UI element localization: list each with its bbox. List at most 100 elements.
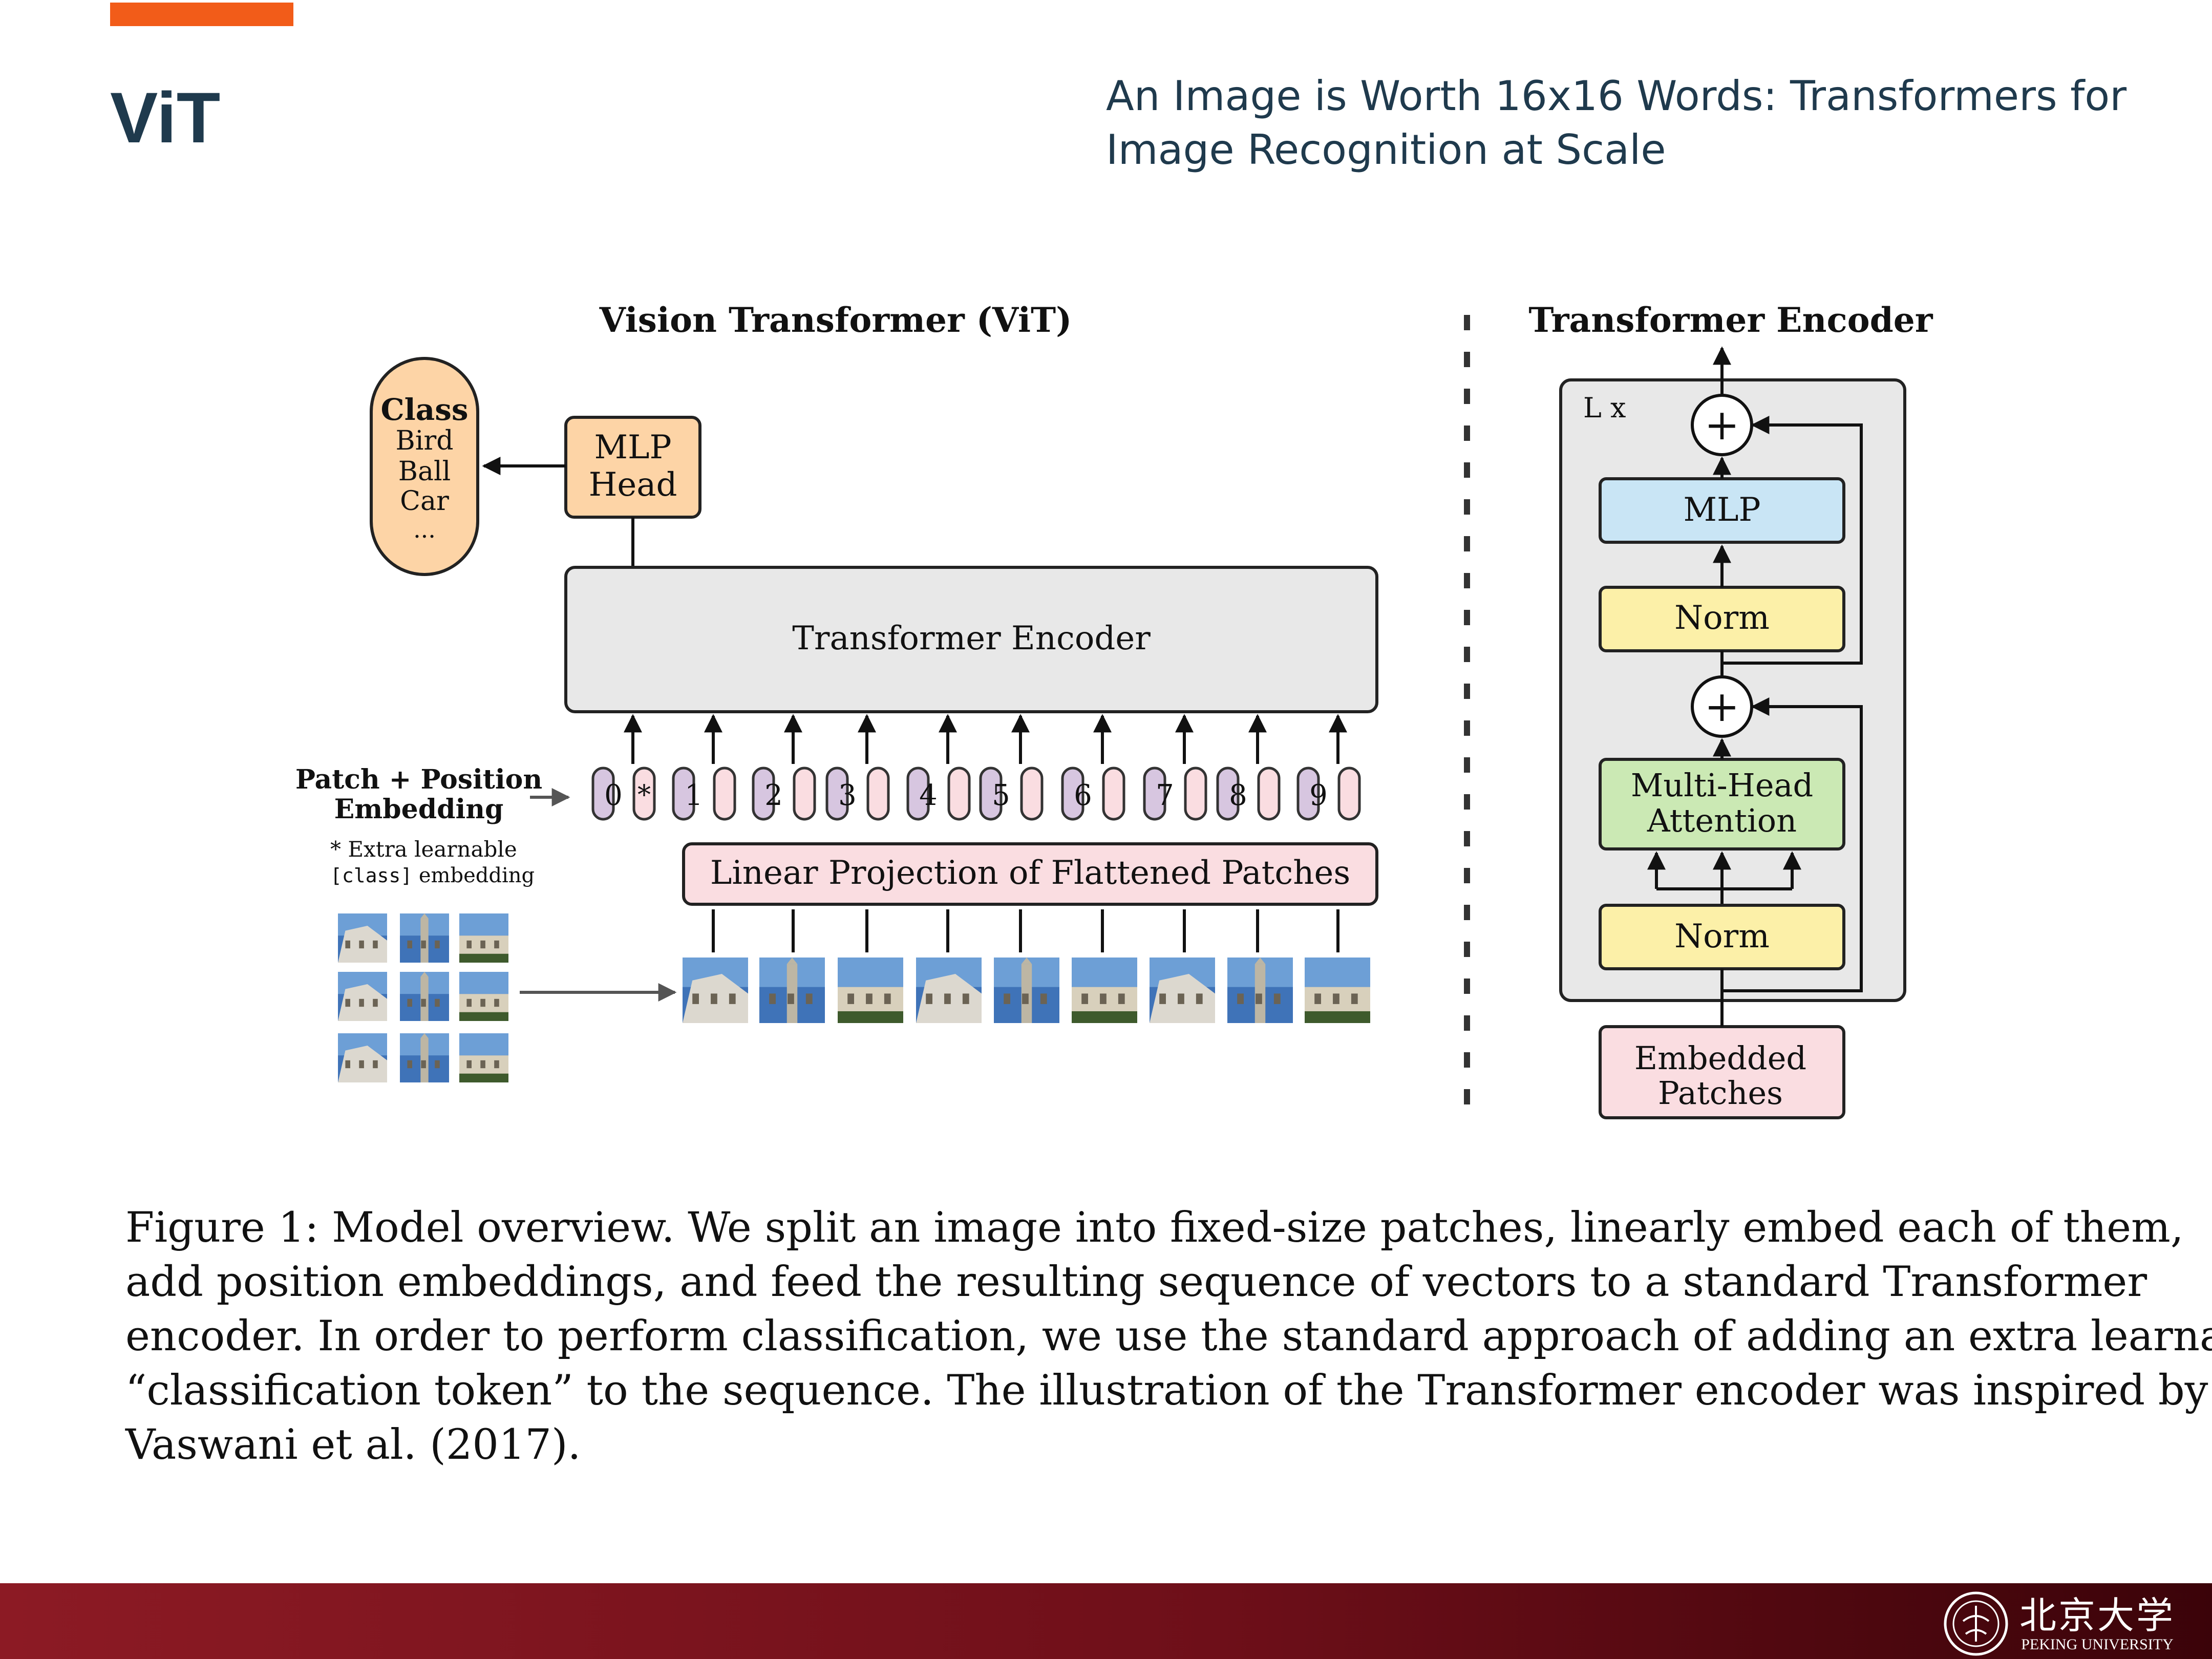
patch-embedding-pill (632, 767, 656, 821)
position-index: 4 (919, 779, 938, 812)
paper-title-line: Image Recognition at Scale (1106, 126, 1666, 174)
image-patch (338, 972, 387, 1021)
patch-embedding-pill (866, 767, 890, 821)
image-patch (400, 1033, 449, 1082)
linear-projection-box: Linear Projection of Flattened Patches (682, 842, 1378, 906)
caption-line: add position embeddings, and feed the re… (125, 1258, 2147, 1306)
title-accent-bar (110, 3, 293, 26)
position-embedding-pill (979, 767, 1003, 821)
token-pair: 0* (591, 714, 656, 821)
attention-label: Multi-Head (1631, 767, 1813, 804)
qkv-branch (1656, 887, 1792, 905)
footer-bar: 北京大学 PEKING UNIVERSITY (0, 1583, 2212, 1659)
token-pair: 9 (1296, 714, 1361, 952)
class-heading: Class (380, 392, 468, 427)
caption-line: Figure 1: Model overview. We split an im… (125, 1204, 2184, 1252)
embedded-patches-label: Patches (1658, 1074, 1783, 1112)
image-patch (759, 958, 825, 1023)
flattened-patch-row (683, 958, 1370, 1023)
class-item: Ball (398, 456, 451, 487)
image-patch (459, 1033, 508, 1082)
source-image-grid (338, 913, 508, 1082)
paper-title: An Image is Worth 16x16 Words: Transform… (1106, 69, 2130, 177)
image-patch (338, 1033, 387, 1082)
image-patch (459, 972, 508, 1021)
image-patch (683, 958, 748, 1023)
class-code: [class] (330, 864, 412, 887)
patch-position-label: Embedding (334, 794, 504, 825)
class-embedding-note: [class] embedding (330, 864, 535, 887)
peking-university-seal-icon (1944, 1591, 2008, 1656)
class-box-shape (370, 357, 479, 576)
patch-embedding-pill (1184, 767, 1207, 821)
position-index: 7 (1156, 779, 1174, 812)
position-embedding-pill (906, 767, 930, 821)
norm-top-label: Norm (1674, 599, 1770, 637)
image-patch (916, 958, 982, 1023)
caption-line: “classification token” to the sequence. … (125, 1367, 2208, 1415)
vit-panel-title: Vision Transformer (ViT) (599, 300, 1072, 340)
image-patch (1227, 958, 1293, 1023)
logo-chinese-name: 北京大学 (2019, 1594, 2175, 1637)
repeat-label: L x (1583, 392, 1626, 424)
token-pair: 4 (906, 714, 971, 952)
position-embedding-pill (1296, 767, 1320, 821)
encoder-detail-title: Transformer Encoder (1528, 300, 1933, 340)
token-pair: 8 (1216, 714, 1281, 952)
patch-embedding-pill (713, 767, 736, 821)
position-embedding-pill (1216, 767, 1240, 821)
transformer-encoder-box: Transformer Encoder (564, 566, 1378, 713)
add-symbol: + (1705, 683, 1740, 731)
class-token-marker: * (637, 780, 651, 811)
position-index: 6 (1074, 779, 1092, 812)
token-pair: 2 (752, 714, 816, 952)
slide-title: ViT (110, 77, 221, 158)
patch-position-label: Patch + Position (295, 764, 542, 795)
position-embedding-pill (752, 767, 775, 821)
image-patch (1072, 958, 1137, 1023)
class-item-ellipsis: ... (413, 516, 436, 543)
position-embedding-pill (1061, 767, 1084, 821)
image-patch (1150, 958, 1215, 1023)
position-index: 2 (764, 779, 783, 812)
position-index: 0 (604, 779, 623, 812)
token-pair: 6 (1061, 714, 1125, 952)
paper-title-line: An Image is Worth 16x16 Words: Transform… (1106, 72, 2127, 120)
encoder-box-shape (564, 566, 1378, 713)
residual-path-upper (1722, 416, 1863, 665)
residual-add-top: + (1691, 394, 1753, 456)
figure-caption: Figure 1: Model overview. We split an im… (125, 1201, 2212, 1472)
patch-embedding-pill (793, 767, 816, 821)
token-pair: 3 (825, 714, 890, 952)
class-code-suffix: embedding (412, 864, 535, 887)
linear-projection-shape (682, 842, 1378, 906)
logo-text: 北京大学 PEKING UNIVERSITY (2019, 1594, 2175, 1653)
patch-embedding-pill (1257, 767, 1281, 821)
image-patch (1305, 958, 1370, 1023)
position-index: 3 (838, 779, 857, 812)
position-index: 9 (1309, 779, 1328, 812)
patch-embedding-pill (947, 767, 971, 821)
class-output-box: Class Bird Ball Car ... (370, 357, 479, 576)
residual-path-lower (1722, 697, 1863, 992)
image-patch (400, 913, 449, 963)
position-embedding-pill (591, 767, 615, 821)
embedded-patches-label: Embedded (1634, 1039, 1806, 1077)
university-logo: 北京大学 PEKING UNIVERSITY (1943, 1590, 2175, 1657)
patch-embedding-pill (1020, 767, 1044, 821)
position-index: 8 (1229, 779, 1247, 812)
class-item: Car (400, 486, 449, 517)
token-pair: 7 (1143, 714, 1207, 952)
linear-projection-label: Linear Projection of Flattened Patches (710, 854, 1350, 892)
position-embedding-pill (1143, 767, 1166, 821)
image-patch (400, 972, 449, 1021)
mlp-head-box: MLP Head (564, 416, 701, 519)
vit-model-diagram: Vision Transformer (ViT) Class Bird Ball… (295, 300, 1933, 1119)
mlp-head-label: MLP (594, 429, 671, 466)
position-index: 5 (992, 779, 1010, 812)
patch-embedding-pill (1337, 767, 1361, 821)
encoder-label: Transformer Encoder (792, 620, 1151, 657)
extra-learnable-note: * Extra learnable (330, 837, 517, 862)
attention-label: Attention (1647, 802, 1797, 839)
